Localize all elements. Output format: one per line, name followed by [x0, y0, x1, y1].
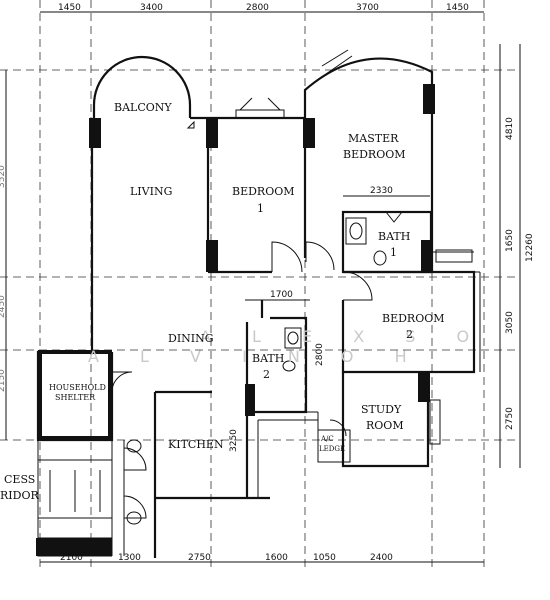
dim-bottom: 1300 [118, 553, 141, 563]
dim-bottom: 2100 [60, 553, 83, 563]
room-ac-ledge-label2: LEDGE [319, 445, 345, 453]
dim-top: 1450 [446, 3, 469, 13]
dim-right: 2750 [505, 407, 515, 430]
dim-right: 4810 [505, 117, 515, 140]
room-living: LIVING [130, 185, 172, 198]
room-bath2-label: BATH [252, 352, 284, 365]
dim-inner: 1700 [270, 290, 293, 300]
room-labels: BALCONY LIVING BEDROOM 1 MASTER BEDROOM … [0, 101, 445, 502]
dim-inner: 3250 [229, 429, 239, 452]
dim-top: 3700 [356, 3, 379, 13]
room-bedroom1-label: BEDROOM [232, 185, 295, 198]
room-shelter-label: HOUSEHOLD [49, 383, 106, 392]
room-ac-ledge-label: A/C [320, 435, 334, 443]
room-shelter-label2: SHELTER [55, 393, 96, 402]
sanitary-fixtures [49, 217, 387, 525]
room-study-label2: ROOM [366, 419, 404, 432]
dim-bottom: 1050 [313, 553, 336, 563]
dim-bottom: 2400 [370, 553, 393, 563]
dim-left: 2150 [0, 369, 7, 392]
structural-columns [36, 84, 435, 556]
dim-left: 3520 [0, 165, 7, 188]
corridor-label2: RIDOR [0, 489, 39, 502]
watermark-line2: A L V I N O H [88, 347, 425, 366]
room-bedroom2-label: BEDROOM [382, 312, 445, 325]
room-study-label: STUDY [361, 403, 402, 416]
room-balcony: BALCONY [114, 101, 172, 114]
dim-right: 3050 [505, 311, 515, 334]
dimension-lines [5, 11, 521, 563]
dimension-labels: 1450 3400 2800 3700 1450 2100 1300 2750 … [0, 3, 535, 563]
dim-bottom: 2750 [188, 553, 211, 563]
room-master-label: MASTER [348, 132, 399, 145]
room-bedroom2-number: 2 [406, 328, 413, 341]
room-bedroom1-number: 1 [257, 202, 264, 215]
walls [36, 55, 481, 558]
corridor-label: CESS [4, 473, 35, 486]
watermark-line1: A L E X S O [200, 327, 487, 346]
dim-right: 1650 [505, 229, 515, 252]
dim-top: 1450 [58, 3, 81, 13]
dim-left: 2450 [0, 295, 7, 318]
room-kitchen: KITCHEN [168, 438, 224, 451]
dim-inner: 2800 [315, 343, 325, 366]
room-master-label2: BEDROOM [343, 148, 406, 161]
room-dining: DINING [168, 332, 214, 345]
dim-right: 12260 [525, 233, 535, 262]
windows [235, 49, 473, 445]
dim-bottom: 1600 [265, 553, 288, 563]
dim-inner: 2330 [370, 186, 393, 196]
dim-top: 2800 [246, 3, 269, 13]
room-bath1-number: 1 [390, 246, 397, 259]
dim-top: 3400 [140, 3, 163, 13]
room-bath2-number: 2 [263, 368, 270, 381]
room-bath1-label: BATH [378, 230, 410, 243]
